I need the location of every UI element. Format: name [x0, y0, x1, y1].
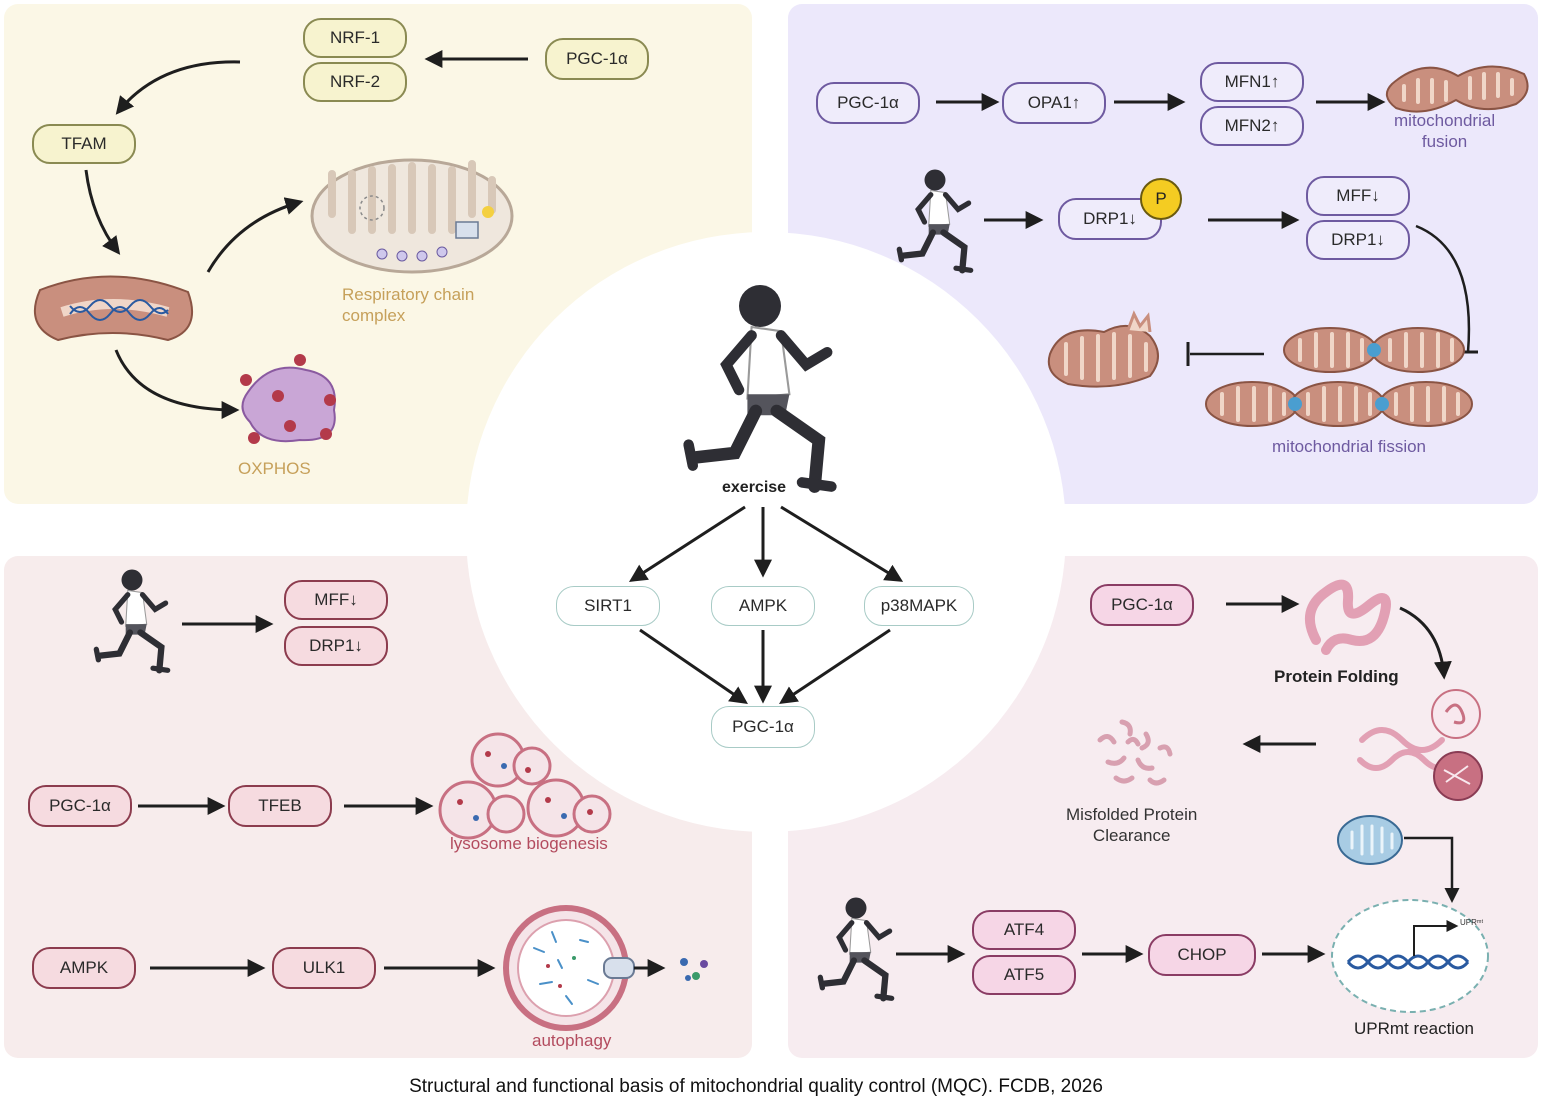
node-mff-fission: MFF↓ [1306, 176, 1410, 216]
node-drp1-fission: DRP1↓ [1306, 220, 1410, 260]
node-pgc1a-biogenesis: PGC-1α [545, 38, 649, 80]
node-ulk1: ULK1 [272, 947, 376, 989]
node-opa1: OPA1↑ [1002, 82, 1106, 124]
node-pgc1a-center: PGC-1α [711, 706, 815, 748]
uprmt-mini-label: UPRᵐᵗ [1460, 918, 1484, 927]
protein-clearance-label: Misfolded Protein Clearance [1066, 805, 1198, 846]
node-mfn1: MFN1↑ [1200, 62, 1304, 102]
exercise-label: exercise [722, 479, 787, 496]
respiratory-chain-label: Respiratory chain complex [342, 285, 475, 326]
fission-label: mitochondrial fission [1272, 437, 1427, 456]
fusion-label: mitochondrial fusion [1394, 111, 1496, 152]
node-ampk-center: AMPK [711, 586, 815, 626]
node-sirt1: SIRT1 [556, 586, 660, 626]
lysosome-label: lysosome biogenesis [450, 834, 608, 853]
oxphos-label: OXPHOS [238, 459, 311, 478]
node-mfn2: MFN2↑ [1200, 106, 1304, 146]
node-nrf1: NRF-1 [303, 18, 407, 58]
node-drp1-mitophagy: DRP1↓ [284, 626, 388, 666]
node-atf5: ATF5 [972, 955, 1076, 995]
figure-caption: Structural and functional basis of mitoc… [409, 1076, 1103, 1097]
phosphate-badge: P [1140, 178, 1182, 220]
node-nrf2: NRF-2 [303, 62, 407, 102]
autophagy-label: autophagy [532, 1031, 612, 1050]
node-ampk-autophagy: AMPK [32, 947, 136, 989]
node-pgc1a-fusion: PGC-1α [816, 82, 920, 124]
uprmt-label: UPRmt reaction [1354, 1019, 1474, 1038]
node-pgc1a-folding: PGC-1α [1090, 584, 1194, 626]
node-p38mapk: p38MAPK [864, 586, 974, 626]
node-chop: CHOP [1148, 934, 1256, 976]
protein-folding-label: Protein Folding [1274, 667, 1399, 686]
node-pgc1a-lysosome: PGC-1α [28, 785, 132, 827]
node-tfam: TFAM [32, 124, 136, 164]
node-mff-mitophagy: MFF↓ [284, 580, 388, 620]
node-atf4: ATF4 [972, 910, 1076, 950]
node-tfeb: TFEB [228, 785, 332, 827]
